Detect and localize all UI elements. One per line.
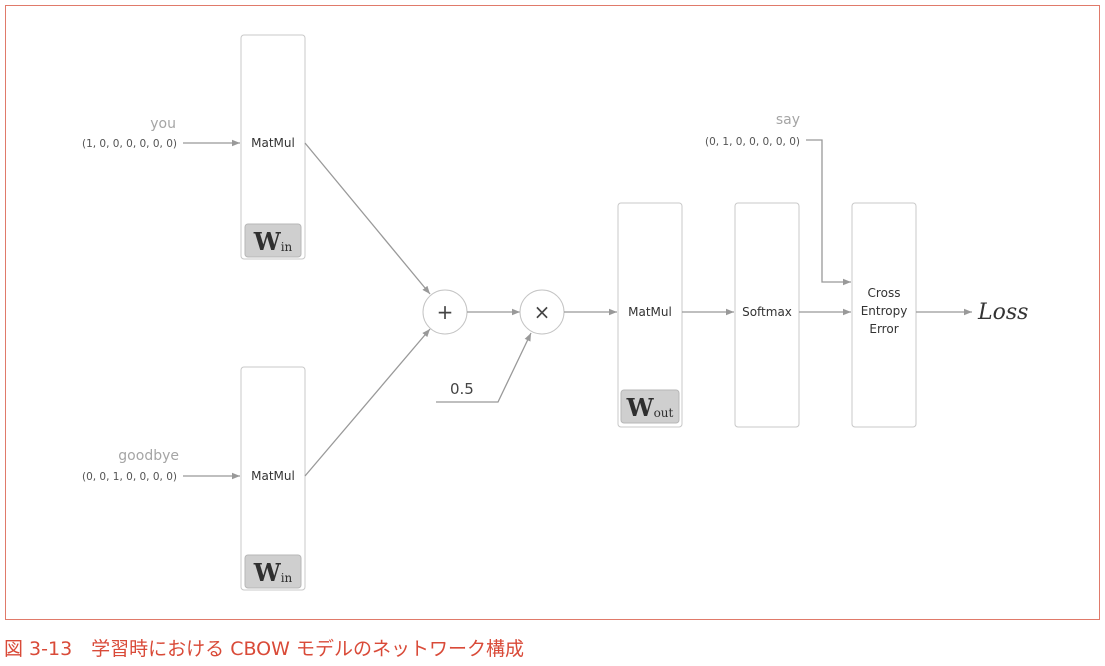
- matmul-out-layer: MatMul Wout: [617, 202, 683, 428]
- matmul-out-label: MatMul: [628, 305, 672, 319]
- figure-caption: 図 3-13 学習時における CBOW モデルのネットワーク構成: [4, 638, 524, 660]
- multiply-operator: ×: [534, 300, 551, 324]
- wire-target-to-cross-entropy: [806, 139, 851, 286]
- constant-value: 0.5: [450, 380, 474, 398]
- matmul-in-top-label: MatMul: [251, 136, 295, 150]
- target-word-say: say: [776, 112, 800, 128]
- weight-wout-badge: [620, 389, 680, 424]
- input-vector-you: (1, 0, 0, 0, 0, 0, 0): [82, 138, 177, 150]
- softmax-label: Softmax: [742, 305, 792, 319]
- cross-entropy-label-line3: Error: [869, 322, 898, 336]
- add-operator: +: [437, 300, 454, 324]
- cbow-network-diagram: you (1, 0, 0, 0, 0, 0, 0) goodbye (0, 0,…: [82, 34, 1028, 591]
- input-vector-goodbye: (0, 0, 1, 0, 0, 0, 0): [82, 471, 177, 483]
- weight-wout: Wout: [626, 393, 674, 422]
- weight-win-bottom-badge: [244, 554, 302, 589]
- matmul-in-top-box: [240, 34, 306, 260]
- matmul-in-bottom-label: MatMul: [251, 469, 295, 483]
- matmul-out-box: [617, 202, 683, 428]
- cross-entropy-label-line1: Cross: [868, 286, 901, 300]
- weight-win-top: Win: [253, 227, 293, 256]
- matmul-in-top-layer: MatMul Win: [240, 34, 306, 260]
- cross-entropy-label-line2: Entropy: [861, 304, 908, 318]
- softmax-box: [734, 202, 800, 428]
- wire-constant-to-multiply: [436, 332, 532, 403]
- cross-entropy-box: [851, 202, 917, 428]
- weight-win-top-badge: [244, 223, 302, 258]
- wire-matmul-bottom-to-add: [304, 328, 431, 477]
- loss-output: Loss: [977, 300, 1028, 325]
- figure-frame: [5, 5, 1100, 620]
- matmul-in-bottom-box: [240, 366, 306, 591]
- wire-matmul-top-to-add: [304, 142, 431, 295]
- weight-win-bottom: Win: [253, 558, 293, 587]
- input-word-you: you: [150, 116, 176, 132]
- target-vector-say: (0, 1, 0, 0, 0, 0, 0): [705, 136, 800, 148]
- matmul-in-bottom-layer: MatMul Win: [240, 366, 306, 591]
- input-word-goodbye: goodbye: [118, 448, 179, 464]
